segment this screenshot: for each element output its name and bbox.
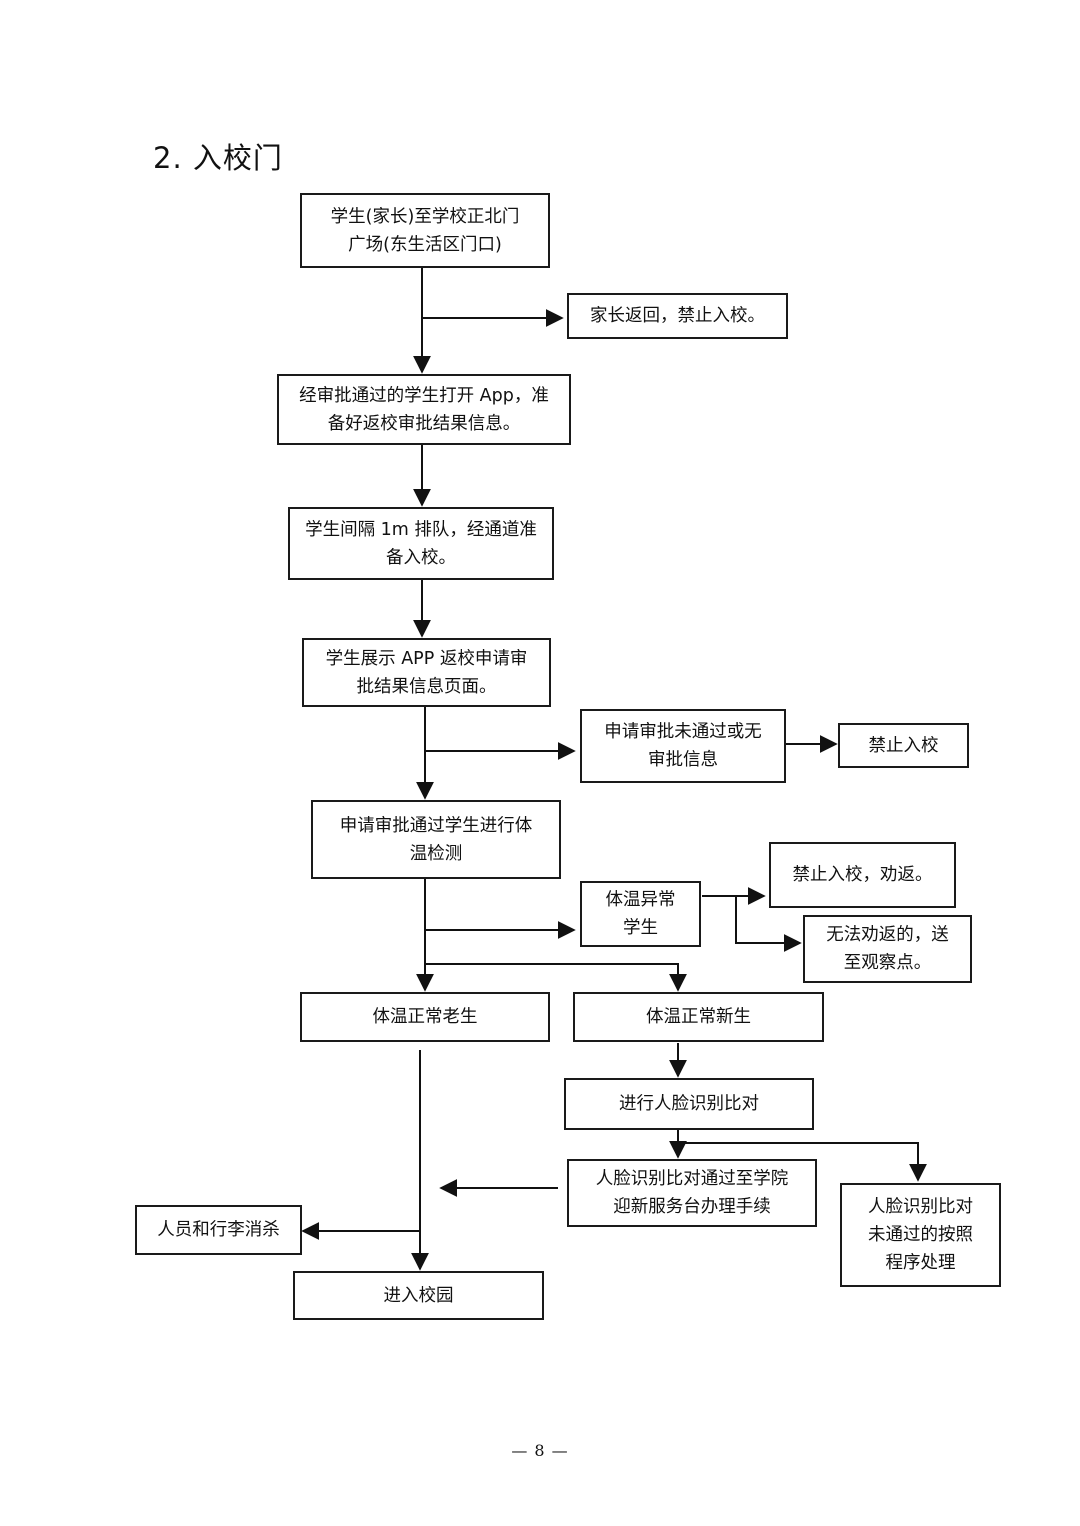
node-arrive: 学生(家长)至学校正北门 广场(东生活区门口) xyxy=(300,193,550,268)
node-open-app: 经审批通过的学生打开 App，准 备好返校审批结果信息。 xyxy=(277,374,571,445)
node-no-entry: 禁止入校 xyxy=(838,723,969,768)
node-not-approved: 申请审批未通过或无 审批信息 xyxy=(580,709,786,783)
node-enter: 进入校园 xyxy=(293,1271,544,1320)
node-queue: 学生间隔 1m 排队，经通道准 备入校。 xyxy=(288,507,554,580)
node-face-pass: 人脸识别比对通过至学院 迎新服务台办理手续 xyxy=(567,1159,817,1227)
node-face-check: 进行人脸识别比对 xyxy=(564,1078,814,1130)
arrow-to-observe xyxy=(735,896,802,952)
node-normal-new: 体温正常新生 xyxy=(573,992,824,1042)
node-face-fail: 人脸识别比对 未通过的按照 程序处理 xyxy=(840,1183,1001,1287)
node-observe: 无法劝返的，送 至观察点。 xyxy=(803,915,972,983)
node-show-app: 学生展示 APP 返校申请审 批结果信息页面。 xyxy=(302,638,551,707)
arrow-to-normal-new xyxy=(425,963,687,992)
node-parent-return: 家长返回，禁止入校。 xyxy=(567,293,788,339)
node-disinfect: 人员和行李消杀 xyxy=(135,1205,302,1255)
node-deny-persuade: 禁止入校，劝返。 xyxy=(769,842,956,908)
node-normal-old: 体温正常老生 xyxy=(300,992,550,1042)
section-heading: 2. 入校门 xyxy=(153,141,283,175)
page-number: — 8 — xyxy=(511,1441,569,1460)
node-temp-check: 申请审批通过学生进行体 温检测 xyxy=(311,800,561,879)
arrow-to-face-fail xyxy=(678,1142,927,1182)
node-temp-abnormal: 体温异常 学生 xyxy=(580,881,701,947)
